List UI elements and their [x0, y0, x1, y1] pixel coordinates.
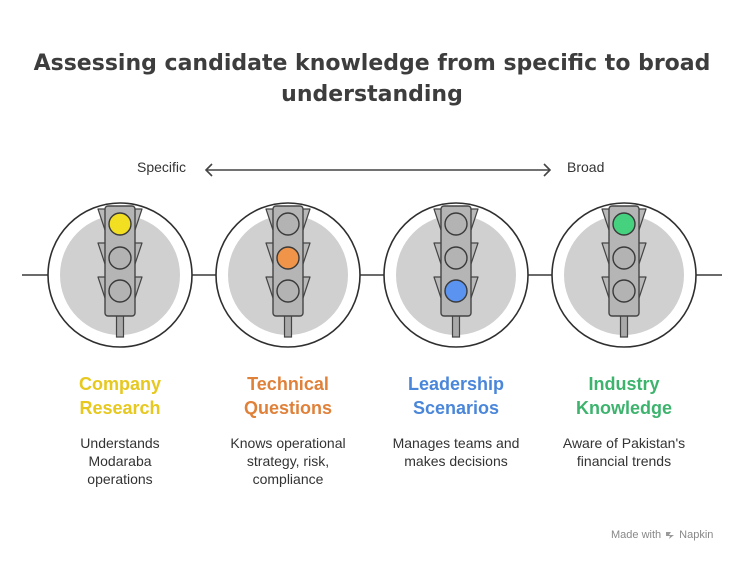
top-lamp [444, 212, 468, 236]
stage-description-line: operations [87, 471, 153, 487]
stage-description-3: Manages teams and makes decisions [371, 434, 541, 470]
bottom-lamp [276, 279, 300, 303]
napkin-brand-text: Napkin [679, 529, 714, 541]
lit-top-lamp [108, 212, 132, 236]
middle-lamp [612, 246, 636, 270]
stage-description-line: financial trends [576, 453, 672, 469]
axis-left-label: Specific [137, 159, 187, 175]
diagram-title: Assessing candidate knowledge from speci… [0, 48, 744, 110]
stage-title-line: Company [78, 374, 161, 394]
bottom-lamp [108, 279, 132, 303]
stage-title-line: Technical [247, 374, 329, 394]
stage-title-line: Industry [588, 374, 660, 394]
stage-description-line: Manages teams and [392, 435, 520, 451]
stage-description-line: strategy, risk, [246, 453, 330, 469]
traffic-light-stage-3 [383, 202, 529, 348]
title-line-2: understanding [281, 82, 463, 107]
made-with-text: Made with [611, 529, 662, 541]
stage-description-2: Knows operational strategy, risk, complian… [203, 434, 373, 488]
bottom-lamp [612, 279, 636, 303]
stage-title-line: Questions [243, 398, 332, 418]
middle-lamp [444, 246, 468, 270]
top-lamp [276, 212, 300, 236]
lit-top-lamp [612, 212, 636, 236]
stage-title-line: Knowledge [575, 398, 672, 418]
napkin-logo-icon [666, 532, 675, 539]
lit-bottom-lamp [444, 279, 468, 303]
middle-lamp [108, 246, 132, 270]
stage-description-line: Knows operational [230, 435, 346, 451]
specific-broad-arrow [204, 163, 552, 177]
traffic-light-icon [97, 205, 143, 338]
title-line-1: Assessing candidate knowledge from speci… [33, 51, 711, 76]
stage-title-line: Scenarios [412, 398, 500, 418]
footer-attribution: Made with Napkin [611, 529, 713, 541]
traffic-light-icon [433, 205, 479, 338]
stage-description-4: Aware of Pakistan's financial trends [539, 434, 709, 470]
traffic-light-stage-2 [215, 202, 361, 348]
stage-description-line: Modaraba [88, 453, 152, 469]
stage-title-line: Leadership [407, 374, 505, 394]
stage-description-line: Understands [80, 435, 160, 451]
stage-description-line: Aware of Pakistan's [562, 435, 686, 451]
stage-title-line: Research [79, 398, 161, 418]
axis-right-label: Broad [567, 159, 605, 175]
stage-description-line: makes decisions [404, 453, 508, 469]
traffic-light-stage-4 [551, 202, 697, 348]
traffic-light-stage-1 [47, 202, 193, 348]
traffic-light-icon [265, 205, 311, 338]
stage-description-line: compliance [252, 471, 324, 487]
lit-middle-lamp [276, 246, 300, 270]
traffic-light-icon [601, 205, 647, 338]
